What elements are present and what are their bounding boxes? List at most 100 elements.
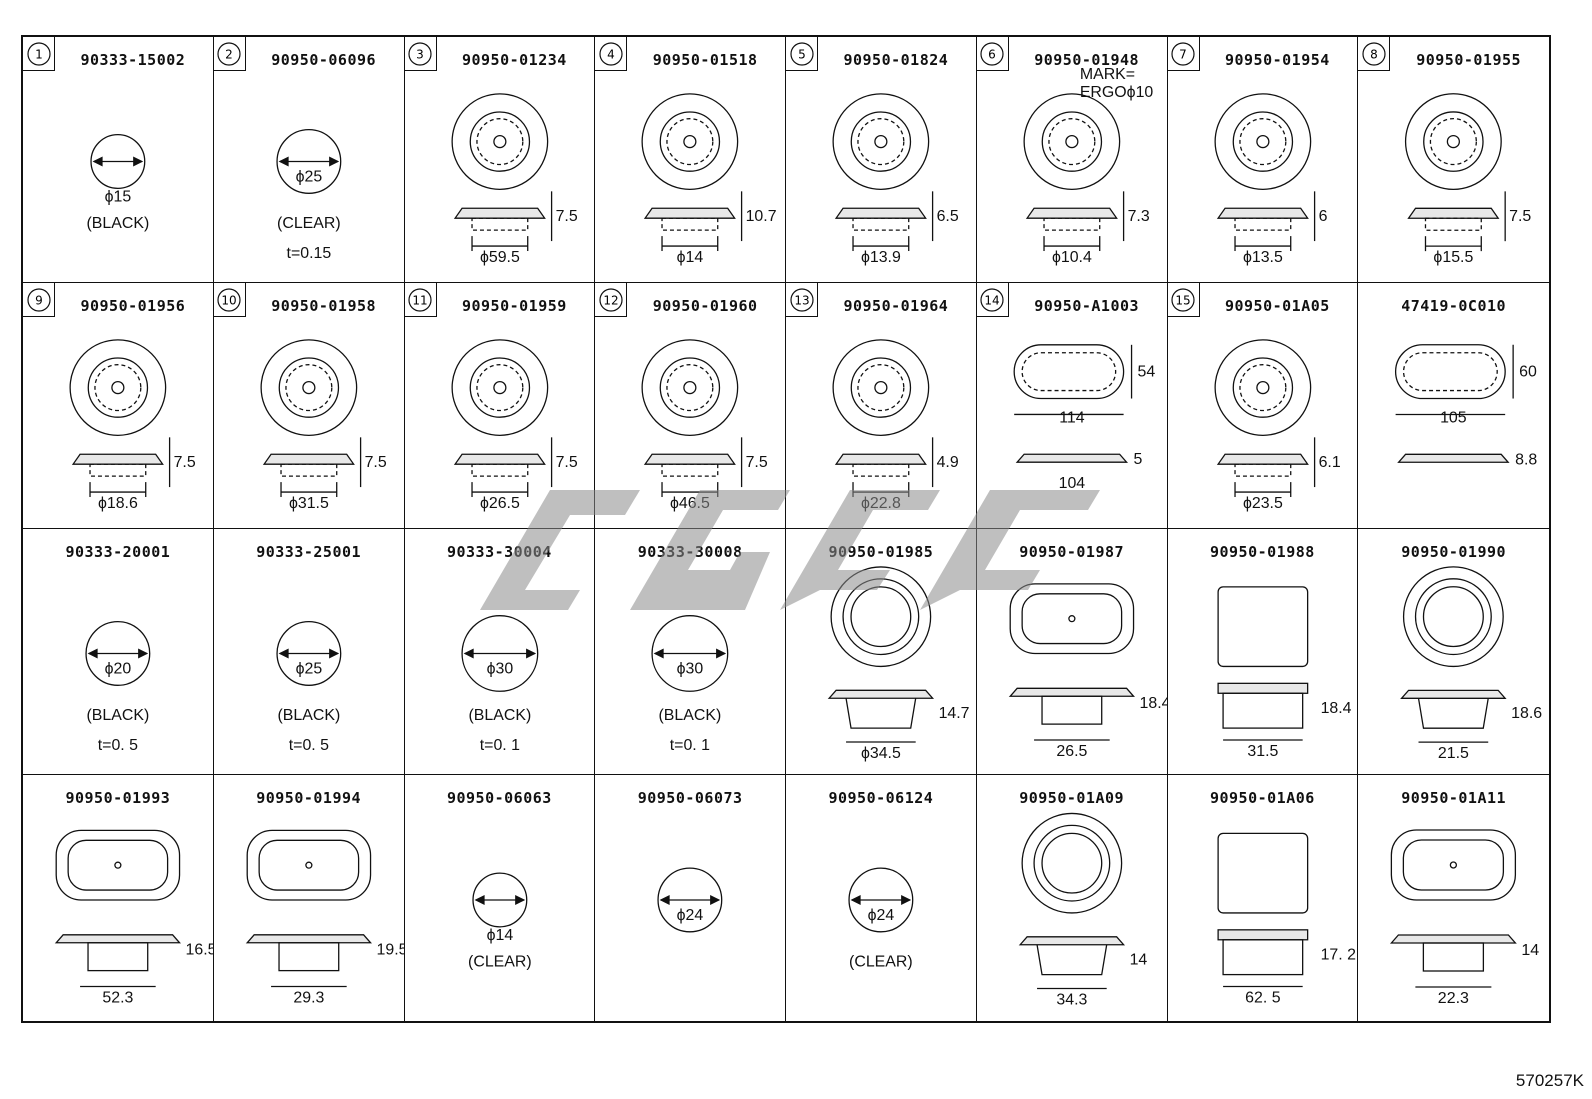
height-dimension: 7.5 bbox=[746, 454, 768, 471]
part-number: 90950-01990 bbox=[1401, 543, 1507, 561]
thickness-note: t=0. 1 bbox=[479, 737, 519, 754]
item-number-box: 14 bbox=[976, 283, 1009, 317]
part-drawing: ϕ22.84.9 bbox=[832, 339, 959, 512]
part-number: 47419-0C010 bbox=[1401, 297, 1507, 315]
height-dimension: 6.5 bbox=[937, 208, 959, 225]
diameter-dimension: ϕ23.5 bbox=[1242, 495, 1282, 512]
height-dimension: 18.6 bbox=[1511, 705, 1542, 722]
diameter-label: ϕ25 bbox=[295, 168, 322, 185]
part-number: 90333-30004 bbox=[446, 543, 552, 561]
part-drawing: ϕ25(CLEAR)t=0.15 bbox=[276, 129, 342, 262]
diameter-dimension: ϕ10.4 bbox=[1052, 249, 1092, 266]
part-drawing: ϕ24 bbox=[657, 867, 723, 933]
height-dimension: 7.5 bbox=[1509, 208, 1531, 225]
part-number: 90950-06063 bbox=[446, 789, 552, 807]
part-drawing: ϕ30(BLACK)t=0. 1 bbox=[651, 615, 729, 754]
diameter-label: ϕ24 bbox=[677, 907, 704, 924]
part-drawing: ϕ15.57.5 bbox=[1405, 93, 1532, 266]
part-drawing: ϕ13.9 6.5 bbox=[832, 93, 959, 266]
item-number-circle: 1 bbox=[26, 41, 51, 66]
color-note: (CLEAR) bbox=[468, 954, 532, 971]
diameter-dimension: ϕ26.5 bbox=[479, 495, 519, 512]
part-drawing: 22.314 bbox=[1390, 829, 1540, 1007]
part-number: 90333-30008 bbox=[637, 543, 743, 561]
item-number: 2 bbox=[225, 47, 233, 61]
part-drawing: ϕ25(BLACK)t=0. 5 bbox=[276, 621, 342, 754]
part-number: 90950-06124 bbox=[828, 789, 934, 807]
item-number: 9 bbox=[35, 293, 43, 307]
width-dimension: 26.5 bbox=[1056, 743, 1087, 760]
item-number: 5 bbox=[798, 47, 806, 61]
part-number: 90950-01960 bbox=[652, 297, 758, 315]
diameter-dimension: 34.3 bbox=[1056, 991, 1087, 1008]
color-note: (CLEAR) bbox=[277, 215, 341, 232]
diameter-dimension: ϕ13.9 bbox=[861, 249, 901, 266]
item-number-circle: 8 bbox=[1362, 41, 1386, 66]
color-note: (CLEAR) bbox=[849, 954, 913, 971]
part-drawing: ϕ31.57.5 bbox=[260, 339, 387, 512]
part-number: 90950-06073 bbox=[637, 789, 743, 807]
color-note: (BLACK) bbox=[468, 707, 531, 724]
part-number: 90950-01954 bbox=[1224, 51, 1330, 69]
diameter-label: ϕ24 bbox=[868, 907, 895, 924]
part-number: 90950-A1003 bbox=[1034, 297, 1140, 315]
mark-note: ERGOϕ10 bbox=[1080, 84, 1154, 101]
height-dimension: 60 bbox=[1519, 364, 1537, 381]
item-number-circle: 4 bbox=[599, 41, 623, 66]
part-drawing: 62. 5 17. 2 bbox=[1216, 832, 1356, 1006]
part-drawing: ϕ23.56.1 bbox=[1213, 339, 1340, 512]
part-cell: 90333-25001 ϕ25(BLACK)t=0. 5 bbox=[213, 529, 405, 775]
width-dimension: 52.3 bbox=[102, 989, 133, 1006]
height-dimension: 17. 2 bbox=[1320, 947, 1356, 964]
item-number: 4 bbox=[607, 47, 615, 61]
height-dimension: 10.7 bbox=[746, 208, 777, 225]
drawing-code: 570257K bbox=[1515, 1071, 1584, 1090]
item-number: 1 bbox=[35, 47, 43, 61]
item-number-box: 3 bbox=[404, 37, 437, 71]
height-dimension: 7.5 bbox=[364, 454, 386, 471]
height-dimension: 7.3 bbox=[1127, 208, 1149, 225]
part-number: 90333-20001 bbox=[65, 543, 171, 561]
item-number-circle: 13 bbox=[789, 287, 814, 312]
item-number: 6 bbox=[988, 47, 996, 61]
height-dimension: 14 bbox=[1129, 952, 1147, 969]
part-number: 90950-06096 bbox=[271, 51, 377, 69]
item-number-circle: 15 bbox=[1171, 287, 1195, 312]
diameter-label: ϕ20 bbox=[105, 660, 132, 677]
diameter-dimension: ϕ18.6 bbox=[98, 495, 138, 512]
width-dimension: 62. 5 bbox=[1245, 989, 1281, 1006]
part-number: 90333-15002 bbox=[80, 51, 186, 69]
width-dimension: 22.3 bbox=[1438, 990, 1469, 1007]
diameter-dimension: ϕ59.5 bbox=[479, 249, 519, 266]
thickness-dimension: 8.8 bbox=[1515, 451, 1537, 468]
part-number: 90333-25001 bbox=[256, 543, 362, 561]
part-number: 90950-01518 bbox=[652, 51, 758, 69]
diameter-label: ϕ30 bbox=[677, 660, 704, 677]
item-number-circle: 14 bbox=[980, 287, 1004, 312]
item-number-circle: 10 bbox=[217, 287, 241, 312]
item-number-circle: 11 bbox=[408, 287, 432, 312]
item-number: 7 bbox=[1179, 47, 1187, 61]
item-number-box: 8 bbox=[1358, 37, 1391, 71]
item-number-box: 7 bbox=[1167, 37, 1200, 71]
part-drawing: ϕ30(BLACK)t=0. 1 bbox=[460, 615, 538, 754]
diameter-dimension: ϕ14 bbox=[677, 249, 704, 266]
item-number: 3 bbox=[416, 47, 424, 61]
part-number: 90950-01955 bbox=[1416, 51, 1522, 69]
part-number: 90950-01985 bbox=[828, 543, 934, 561]
height-dimension: 7.5 bbox=[174, 454, 196, 471]
